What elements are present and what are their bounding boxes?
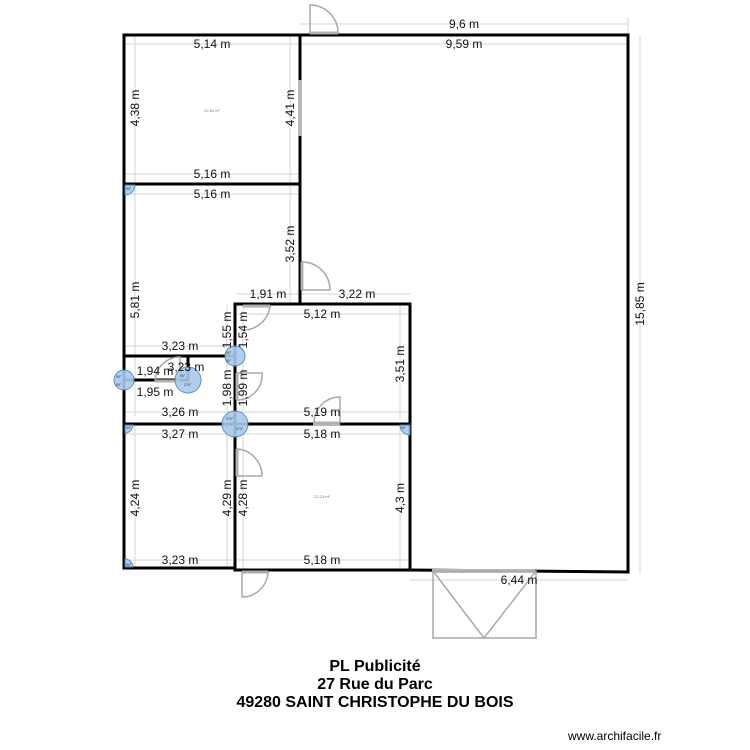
garage-door[interactable]: [432, 570, 537, 640]
dim-room2-right: 3,52 m: [283, 226, 297, 263]
dim-room3-top: 5,12 m: [304, 307, 341, 321]
angle-label: 90°: [126, 426, 132, 430]
door-bottom-exit[interactable]: [241, 570, 269, 598]
dim-room5-right: 4,3 m: [393, 483, 407, 513]
dim-top-inner: 9,59 m: [446, 37, 483, 51]
dim-wc-top-b: 3,23 m: [168, 360, 205, 374]
door-top-entrance[interactable]: [309, 4, 339, 35]
angle-label: 90°: [180, 374, 186, 378]
angle-label: 90°: [226, 351, 232, 355]
room-areas: 22,64 m² 22,23 m²: [204, 108, 330, 499]
door-room3-left-bottom[interactable]: [235, 372, 263, 401]
angle-labels: 90° 90° 90° 90° 270° 90° 90° 90° 270° 27…: [116, 187, 407, 567]
room-area-label: 22,23 m²: [314, 494, 330, 499]
dim-room3-bottom: 5,19 m: [304, 405, 341, 419]
dim-room4-top-b: 3,27 m: [162, 427, 199, 441]
windows: [298, 80, 535, 573]
title-street: 27 Rue du Parc: [317, 676, 433, 693]
dimension-guides: [124, 18, 641, 581]
angle-label: 90°: [126, 187, 132, 191]
dim-room5-bottom: 5,18 m: [304, 553, 341, 567]
doors: [154, 4, 537, 640]
dimension-labels: 9,6 m 9,59 m 5,14 m 5,16 m 5,16 m 4,38 m…: [128, 17, 647, 587]
dim-top-outer: 9,6 m: [449, 17, 479, 31]
angle-label: 90°: [126, 563, 132, 567]
walls: [122, 33, 630, 574]
door-room3-bottom[interactable]: [313, 396, 341, 425]
title-company: PL Publicité: [329, 658, 421, 675]
dim-corr-left: 1,91 m: [250, 287, 287, 301]
dim-wc-right-b: 1,98 m: [220, 370, 234, 407]
room-area-label: 22,64 m²: [204, 108, 220, 113]
angle-label: 270°: [236, 427, 244, 431]
dim-room3-left: 1,54 m: [236, 312, 250, 349]
dim-room4-right: 4,29 m: [220, 480, 234, 517]
door-room5-left[interactable]: [235, 448, 263, 477]
title-city: 49280 SAINT CHRISTOPHE DU BOIS: [236, 694, 514, 711]
dim-wc-right-a: 1,55 m: [220, 312, 234, 349]
dim-wc-mid-a: 1,94 m: [137, 364, 174, 378]
angle-label: 90°: [116, 383, 122, 387]
dim-room1-right: 4,41 m: [283, 90, 297, 127]
angle-label: 90°: [401, 426, 407, 430]
dim-wc-top-a: 3,23 m: [162, 339, 199, 353]
dim-room3-right: 3,51 m: [393, 346, 407, 383]
dim-room1-bottom: 5,16 m: [194, 167, 231, 181]
door-room2-right[interactable]: [300, 261, 331, 291]
dim-wc-mid-b: 1,95 m: [137, 385, 174, 399]
angle-label: 270°: [184, 383, 192, 387]
angle-label: 90°: [226, 359, 232, 363]
angle-label: 90°: [116, 375, 122, 379]
angle-markers: [113, 184, 411, 568]
dim-room2-top: 5,16 m: [194, 187, 231, 201]
dim-corr-right: 3,22 m: [339, 287, 376, 301]
angle-label: 270°: [226, 417, 234, 421]
door-room3-left-top[interactable]: [242, 304, 271, 331]
credit-link[interactable]: www.archifacile.fr: [568, 729, 662, 743]
dim-room5-left: 4,28 m: [236, 480, 250, 517]
dim-room3-left2: 1,99 m: [236, 370, 250, 407]
dim-room4-top-a: 3,26 m: [162, 405, 199, 419]
dim-big-right: 15,85 m: [633, 282, 647, 325]
dim-room5-top: 5,18 m: [304, 427, 341, 441]
dim-room1-left: 4,38 m: [128, 90, 142, 127]
dim-room4-left: 4,24 m: [128, 480, 142, 517]
dim-room1-top: 5,14 m: [194, 37, 231, 51]
dim-room2-left: 5,81 m: [128, 282, 142, 319]
dim-big-bottom: 6,44 m: [501, 573, 538, 587]
dim-room4-bottom: 3,23 m: [162, 553, 199, 567]
